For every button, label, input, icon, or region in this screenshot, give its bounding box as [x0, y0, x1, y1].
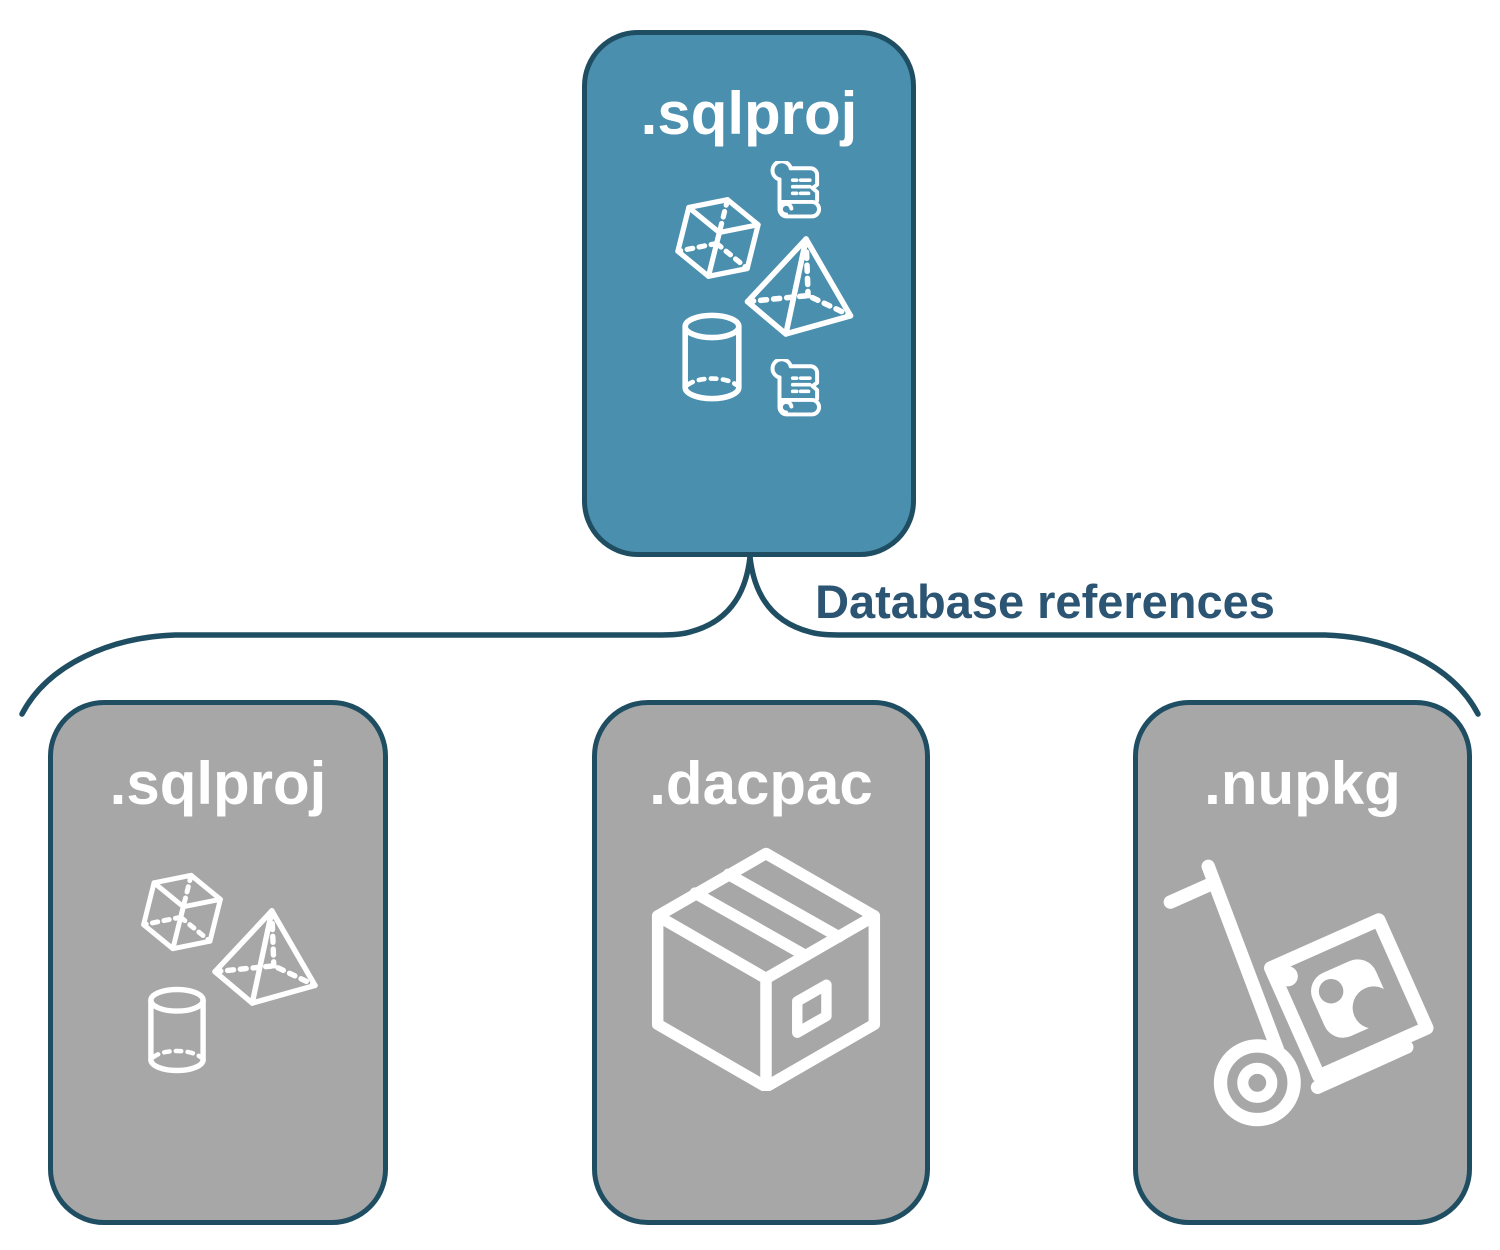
- child-node-icons: [597, 705, 925, 1220]
- root-node-title: .sqlproj: [640, 80, 858, 147]
- child-node-sqlproj: .sqlproj: [48, 700, 388, 1225]
- cube-icon: [141, 872, 223, 952]
- child-node-title: .nupkg: [1204, 750, 1401, 817]
- brace-left-arm: [19, 554, 753, 717]
- child-node-icons: [1138, 705, 1467, 1220]
- pyramid-icon: [744, 236, 854, 337]
- scroll-icon: [770, 359, 822, 417]
- connector-label: Database references: [815, 575, 1275, 628]
- child-node-icons: [53, 705, 383, 1220]
- root-node-icons: [587, 35, 911, 552]
- child-node-dacpac: .dacpac: [592, 700, 930, 1225]
- cube-icon: [675, 197, 761, 279]
- scroll-icon: [770, 161, 822, 219]
- hand-truck-icon: [1163, 859, 1434, 1127]
- child-node-title: .sqlproj: [109, 750, 327, 817]
- child-node-nupkg: .nupkg: [1133, 700, 1472, 1225]
- child-node-title: .dacpac: [649, 750, 873, 817]
- cylinder-icon: [148, 986, 206, 1074]
- root-node-sqlproj: .sqlproj: [582, 30, 916, 557]
- package-icon: [651, 847, 881, 1091]
- pyramid-icon: [212, 908, 318, 1006]
- cylinder-icon: [682, 312, 742, 402]
